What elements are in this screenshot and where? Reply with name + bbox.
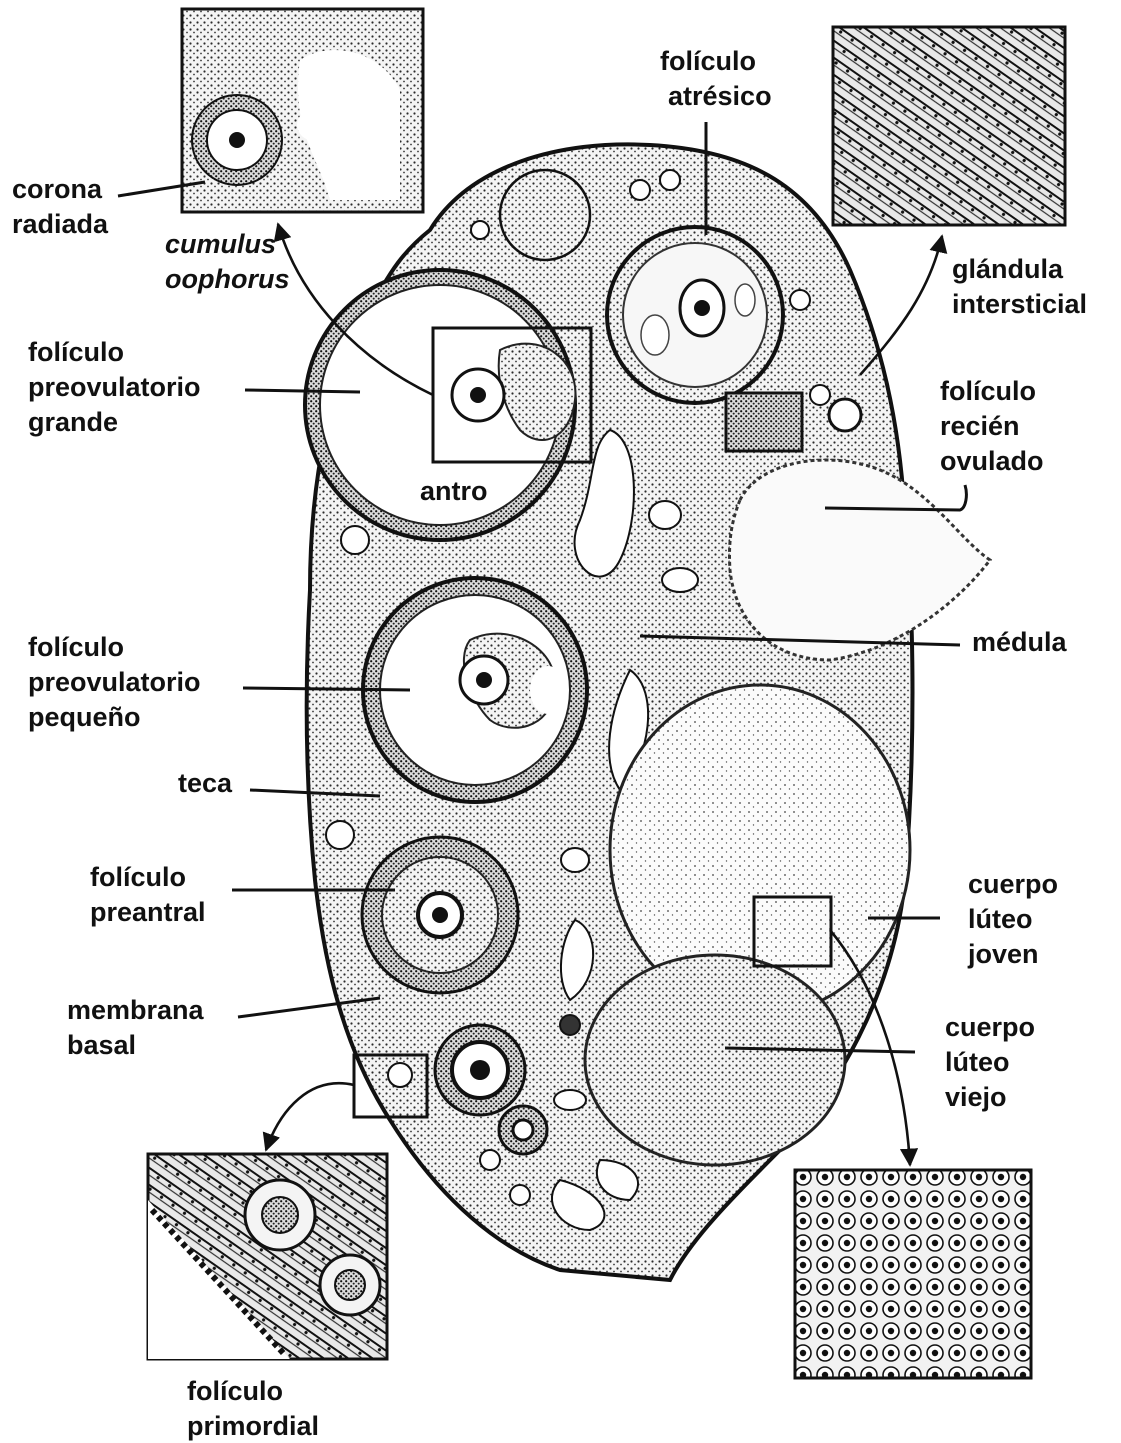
label-foliculo-preovulatorio-grande: folículo preovulatorio grande [28, 337, 208, 437]
ovary-section [305, 144, 990, 1280]
label-foliculo-primordial: folículo primordial [187, 1376, 319, 1441]
leader-preovulatorio-pequeno [243, 688, 410, 690]
label-cuerpo-luteo-joven: cuerpo lúteo joven [967, 869, 1066, 969]
preantral-follicle [362, 837, 518, 993]
inset-foliculo-primordial [148, 1154, 387, 1359]
label-foliculo-preovulatorio-pequeno: folículo preovulatorio pequeño [28, 632, 208, 732]
label-antro: antro [420, 476, 488, 506]
label-foliculo-atresico: folículo atrésico [660, 46, 772, 111]
leader-preovulatorio-grande [245, 390, 360, 392]
label-teca: teca [178, 768, 233, 798]
label-foliculo-recien-ovulado: folículo recién ovulado [940, 376, 1044, 476]
zoom-box-interstitial [726, 393, 802, 451]
label-medula: médula [972, 627, 1068, 657]
label-cumulus-oophorus: cumulus oophorus [165, 229, 289, 294]
label-foliculo-preantral: folículo preantral [90, 862, 206, 927]
label-glandula-intersticial: glándula intersticial [952, 254, 1087, 319]
inset-glandula-intersticial [833, 27, 1065, 225]
inset-corona-radiada [182, 9, 423, 212]
label-corona-radiada: corona radiada [12, 174, 110, 239]
inset-cuerpo-luteo [795, 1170, 1031, 1378]
label-cuerpo-luteo-viejo: cuerpo lúteo viejo [945, 1012, 1043, 1112]
label-membrana-basal: membrana basal [67, 995, 211, 1060]
corpus-luteum-old [585, 955, 845, 1165]
recently-ovulated-follicle [729, 460, 990, 660]
